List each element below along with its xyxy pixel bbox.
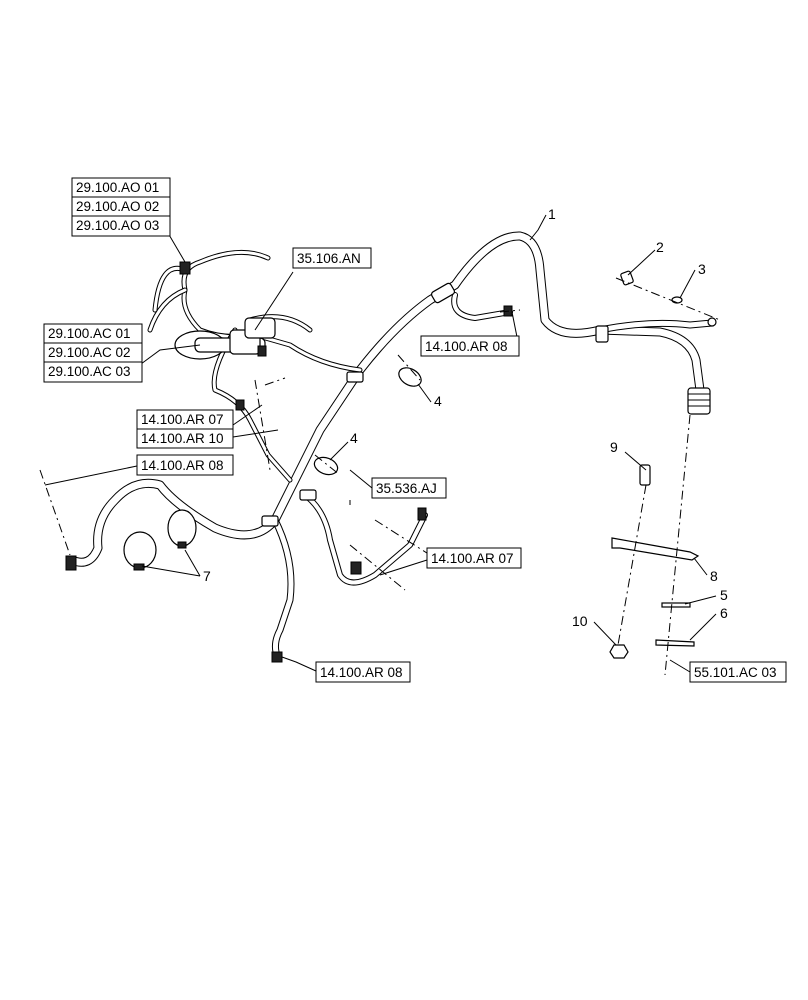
callout-4-upper: 4 — [434, 393, 442, 409]
ref-14-100-ar08-bottom: 14.100.AR 08 — [320, 665, 403, 680]
bracket-hardware — [609, 464, 700, 659]
ref-35-536-aj: 35.536.AJ — [376, 481, 437, 496]
ref-box-35-536-aj[interactable]: 35.536.AJ — [371, 477, 447, 499]
ref-14-100-ar10: 14.100.AR 10 — [141, 431, 224, 446]
right-branch — [596, 319, 716, 334]
ref-box-ac[interactable]: 29.100.AC 01 29.100.AC 02 29.100.AC 03 — [43, 323, 143, 383]
ref-box-ao[interactable]: 29.100.AO 01 29.100.AO 02 29.100.AO 03 — [71, 177, 171, 237]
callout-2: 2 — [656, 239, 664, 255]
ref-box-14-100-ar08-bottom[interactable]: 14.100.AR 08 — [315, 661, 411, 683]
ref-14-100-ar08-top: 14.100.AR 08 — [425, 339, 508, 354]
ref-box-55-101-ac03[interactable]: 55.101.AC 03 — [689, 661, 787, 683]
ref-box-ar07-ar10[interactable]: 14.100.AR 07 14.100.AR 10 — [136, 409, 234, 449]
ref-14-100-ar08-left: 14.100.AR 08 — [141, 458, 224, 473]
ref-14-100-ar07-right: 14.100.AR 07 — [431, 551, 514, 566]
callout-5: 5 — [720, 587, 728, 603]
mid-branch — [302, 492, 428, 586]
ref-29-100-ac-03: 29.100.AC 03 — [48, 364, 131, 379]
harness-clamps — [65, 282, 609, 663]
ref-29-100-ao-02: 29.100.AO 02 — [76, 199, 159, 214]
callout-1: 1 — [548, 206, 556, 222]
ref-box-35-106-an[interactable]: 35.106.AN — [292, 247, 372, 269]
ref-55-101-ac-03: 55.101.AC 03 — [694, 665, 777, 680]
ref-29-100-ac-02: 29.100.AC 02 — [48, 345, 131, 360]
cable-ties — [123, 509, 197, 571]
ref-35-106-an: 35.106.AN — [297, 251, 361, 266]
leader-lines — [44, 214, 717, 673]
callout-7: 7 — [203, 568, 211, 584]
loop-clamps — [313, 367, 422, 476]
ref-14-100-ar07-left: 14.100.AR 07 — [141, 412, 224, 427]
callout-6: 6 — [720, 605, 728, 621]
ref-box-14-100-ar08-top[interactable]: 14.100.AR 08 — [420, 335, 520, 357]
callout-4-lower: 4 — [350, 430, 358, 446]
main-harness — [67, 231, 705, 567]
callout-10: 10 — [572, 613, 588, 629]
callout-3: 3 — [698, 261, 706, 277]
ref-box-14-100-ar07-right[interactable]: 14.100.AR 07 — [426, 547, 522, 569]
valve-cluster — [174, 261, 276, 411]
item-callouts: 1 2 3 4 4 5 6 7 8 9 10 — [203, 206, 728, 629]
callout-8: 8 — [710, 568, 718, 584]
harness-assembly — [65, 231, 717, 663]
callout-9: 9 — [610, 439, 618, 455]
ref-29-100-ao-03: 29.100.AO 03 — [76, 218, 159, 233]
threaded-connector — [687, 317, 717, 415]
center-lines — [39, 277, 721, 676]
upper-mid-branch — [451, 292, 513, 321]
ref-box-14-100-ar08-left[interactable]: 14.100.AR 08 — [136, 454, 234, 476]
ref-29-100-ac-01: 29.100.AC 01 — [48, 326, 131, 341]
lower-branch — [271, 516, 295, 662]
ref-29-100-ao-01: 29.100.AO 01 — [76, 180, 159, 195]
small-hardware — [620, 270, 683, 304]
